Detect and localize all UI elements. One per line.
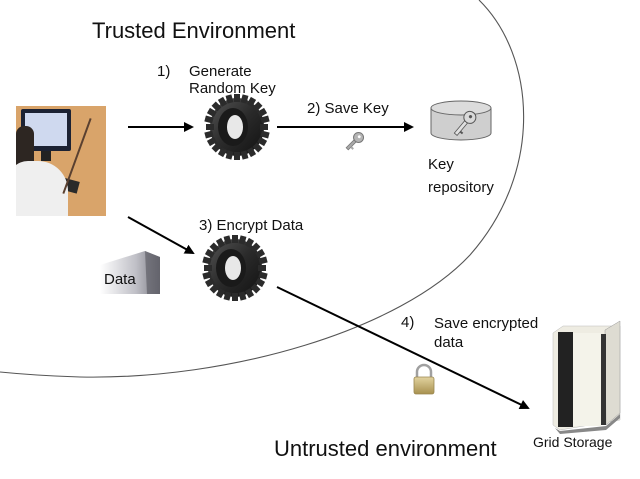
key-repository-label-line2: repository bbox=[428, 179, 494, 196]
padlock-icon bbox=[413, 363, 435, 395]
arrow-step-4 bbox=[276, 286, 530, 410]
database-key-icon bbox=[430, 100, 492, 141]
grid-storage-label: Grid Storage bbox=[533, 434, 613, 450]
key-icon bbox=[345, 131, 365, 151]
step-3-number: 3) bbox=[199, 217, 213, 234]
step-2-text: Save Key bbox=[324, 100, 389, 117]
step-2-label: 2) Save Key bbox=[307, 100, 389, 117]
gear-icon bbox=[202, 235, 268, 301]
gear-icon bbox=[204, 94, 270, 160]
trusted-environment-label: Trusted Environment bbox=[92, 18, 296, 43]
step-2-number: 2) bbox=[307, 100, 321, 117]
step-4-label-line1: Save encrypted bbox=[434, 315, 539, 332]
key-repository-label: Key repository bbox=[428, 153, 494, 199]
arrow-step-3 bbox=[127, 216, 195, 254]
server-cabinet-icon bbox=[552, 320, 621, 434]
step-4-number: 4) bbox=[401, 314, 415, 331]
step-3-label: 3) Encrypt Data bbox=[199, 217, 303, 234]
step-1-label: Generate Random Key bbox=[189, 63, 276, 98]
trust-boundary-arc bbox=[0, 0, 525, 378]
user-at-computer-photo bbox=[16, 106, 106, 216]
step-1-label-line2: Random Key bbox=[189, 80, 276, 98]
data-block-icon bbox=[100, 251, 160, 294]
step-1-number: 1) bbox=[157, 63, 171, 80]
step-3-text: Encrypt Data bbox=[216, 217, 304, 234]
data-label: Data bbox=[104, 271, 136, 288]
step-4-label-line2: data bbox=[434, 334, 464, 351]
step-1-label-line1: Generate bbox=[189, 63, 252, 80]
key-repository-label-line1: Key bbox=[428, 156, 454, 173]
untrusted-environment-label: Untrusted environment bbox=[274, 436, 497, 461]
step-4-label: Save encrypted data bbox=[434, 314, 538, 352]
